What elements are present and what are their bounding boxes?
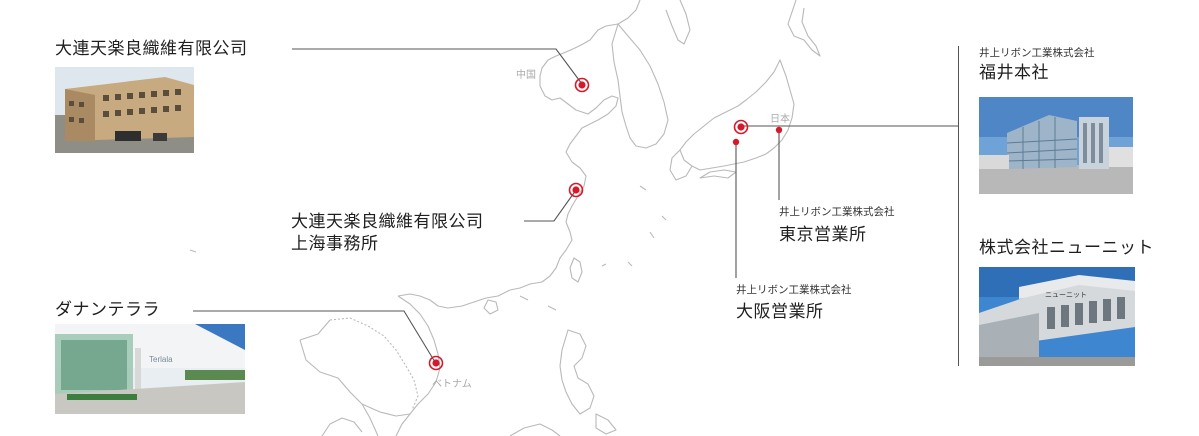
danang-label: ダナンテララ <box>55 300 160 320</box>
danang-factory-photo: Terlala <box>55 324 245 414</box>
newnit-building-photo: ニューニット <box>979 267 1135 366</box>
hokkaido-coastline <box>787 0 821 57</box>
ryukyu-2 <box>627 261 633 267</box>
marker-shanghai[interactable] <box>568 182 584 198</box>
hainan-coastline <box>483 299 499 315</box>
shanghai-label-line2: 上海事務所 <box>291 234 379 254</box>
ryukyu-3 <box>601 263 607 267</box>
borneo-coast <box>509 423 561 436</box>
gulf-coast <box>321 417 363 436</box>
china-inland-line <box>519 295 557 311</box>
leader-dalian <box>292 48 583 85</box>
laos-border <box>329 317 419 411</box>
tokyo-office: 東京営業所 <box>779 225 867 245</box>
country-label-china: 中国 <box>516 70 536 81</box>
kyushu-coastline <box>669 149 693 181</box>
philippines-coastline <box>559 329 595 415</box>
taiwan-coastline <box>569 257 583 283</box>
leader-shanghai <box>524 189 577 222</box>
fukui-company: 井上リボン工業株式会社 <box>979 47 1095 59</box>
dalian-factory-photo <box>55 67 194 153</box>
marker-fukui[interactable] <box>733 119 749 135</box>
fukui-hq-photo <box>979 97 1133 194</box>
marker-osaka[interactable] <box>732 138 740 146</box>
leader-danang <box>193 310 436 363</box>
cambodia-coast <box>361 403 411 417</box>
philippines-south <box>595 413 617 435</box>
shanghai-label-line1: 大連天楽良織維有限公司 <box>291 212 484 232</box>
tokyo-company: 井上リボン工業株式会社 <box>779 206 895 218</box>
marker-danang[interactable] <box>428 355 444 371</box>
myanmar-border <box>189 249 197 253</box>
dalian-label: 大連天楽良織維有限公司 <box>55 39 248 59</box>
country-label-japan: 日本 <box>770 114 790 125</box>
danang-sign-text: Terlala <box>149 355 173 364</box>
shikoku-coastline <box>699 169 737 179</box>
ryukyu-1 <box>649 231 655 239</box>
korea-coastline <box>611 23 669 149</box>
island-south-korea <box>639 185 647 191</box>
marker-tokyo[interactable] <box>775 126 783 134</box>
newnit-label: 株式会社ニューニット <box>979 238 1154 258</box>
fukui-office: 福井本社 <box>979 63 1049 83</box>
osaka-office: 大阪営業所 <box>736 302 824 322</box>
country-label-vietnam: ベトナム <box>432 379 472 390</box>
osaka-company: 井上リボン工業株式会社 <box>736 284 852 296</box>
island-tsushima <box>661 215 667 221</box>
russia-coastline <box>665 0 691 45</box>
newnit-sign-text: ニューニット <box>1045 291 1087 299</box>
thai-border <box>299 319 379 436</box>
japan-divider-line <box>958 46 959 366</box>
marker-dalian[interactable] <box>574 77 590 93</box>
china-coastline <box>397 0 641 309</box>
